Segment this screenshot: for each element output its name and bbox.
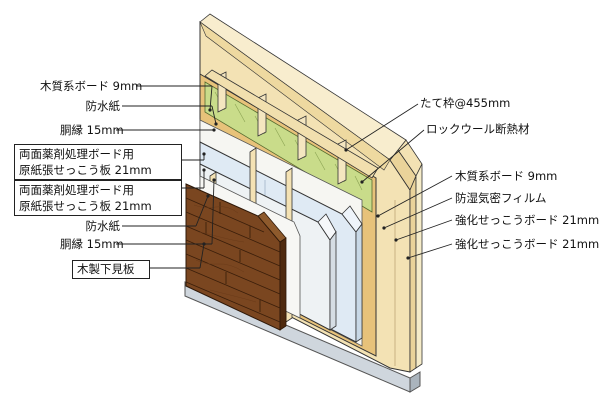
label-reinforced-gypsum-21mm-2: 強化せっこうボード 21mm: [455, 237, 600, 251]
board-edge-strip-4: [415, 163, 423, 369]
label-treated-gypsum-board-2-line2: 原紙張せっこう板 21mm: [19, 199, 152, 213]
leader-lines-right: [345, 103, 453, 259]
leader-dots-left: [202, 108, 218, 246]
siding-joints: [205, 202, 261, 312]
label-waterproof-paper-1: 防水紙: [85, 99, 121, 113]
label-rockwool-insulation: ロックウール断熱材: [426, 122, 530, 136]
base-channel-lip: [409, 371, 421, 393]
label-treated-gypsum-board-2-line1: 両面薬剤処理ボード用: [19, 183, 134, 197]
label-treated-gypsum-board-1: 両面薬剤処理ボード用 原紙張せっこう板 21mm: [14, 144, 182, 180]
label-furring-15mm-2: 胴縁 15mm: [60, 237, 124, 251]
leader-lines-left: [116, 85, 217, 269]
wood-siding-top: [257, 211, 287, 243]
label-wood-board-9mm-left: 木質系ボード 9mm: [40, 79, 143, 93]
label-wooden-siding: 木製下見板: [72, 260, 150, 279]
label-furring-15mm-1: 胴縁 15mm: [60, 123, 124, 137]
wood-siding-side: [279, 237, 287, 331]
label-wood-board-9mm-right: 木質系ボード 9mm: [455, 169, 558, 183]
top-edge-band-2: [199, 21, 391, 171]
exterior-gypsum-board-2-side: [329, 230, 337, 331]
rockwool-insulation: [204, 81, 373, 213]
label-vapor-barrier-film: 防湿気密フィルム: [455, 191, 547, 205]
leader-dots-right: [344, 148, 410, 260]
exterior-gypsum-board-1-side: [355, 222, 363, 343]
label-waterproof-paper-2: 防水紙: [85, 219, 121, 233]
board-edge-strip-3: [409, 175, 417, 373]
label-reinforced-gypsum-21mm-1: 強化せっこうボード 21mm: [455, 213, 600, 227]
label-treated-gypsum-board-1-line1: 両面薬剤処理ボード用: [19, 147, 134, 161]
label-stud-455: たて枠@455mm: [420, 96, 511, 110]
label-treated-gypsum-board-2: 両面薬剤処理ボード用 原紙張せっこう板 21mm: [14, 180, 182, 216]
label-treated-gypsum-board-1-line2: 原紙張せっこう板 21mm: [19, 163, 152, 177]
wood-grain: [193, 204, 257, 303]
